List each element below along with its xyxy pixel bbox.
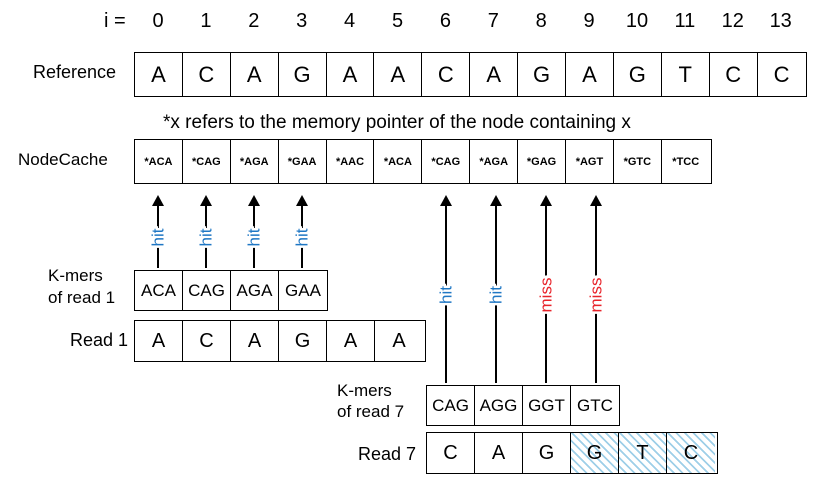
index-number: 11 [674,10,696,32]
kmers1-label-line2: of read 1 [48,288,116,307]
nodecache-entry: *AGA [231,140,279,183]
nodecache-entry: *TCC [672,155,700,168]
nodecache-entry: *GAG [518,140,567,183]
lookup-result-label: hit [197,228,216,246]
nodecache-entry: *GAA [279,140,327,183]
read-base: C [427,433,475,473]
read-base: G [571,433,619,473]
read-base: C [183,321,231,361]
reference-base: T [662,53,710,96]
read-base: A [475,433,523,473]
arrow-head-icon [440,195,452,206]
index-number: 6 [439,10,451,32]
lookup-result-label: hit [245,228,264,246]
nodecache-entry: *GTC [614,140,662,183]
read-base: A [327,321,375,361]
lookup-result-label: hit [293,228,312,246]
arrow-head-icon [296,195,308,206]
reference-base: C [422,53,471,96]
kmer-cell: CAG [183,271,231,310]
reference-base: A [135,53,183,96]
kmer-cell: ACA [135,271,183,310]
index-number: 9 [583,10,595,32]
reference-base: G [279,53,327,96]
reference-base: C [183,53,231,96]
nodecache-entry: *ACA [374,140,423,183]
read-base: C [667,433,715,473]
kmers7-label-line1: K-mers [337,381,392,400]
reference-base: A [470,53,519,96]
pointer-note: *x refers to the memory pointer of the n… [163,112,631,133]
arrow-head-icon [200,195,212,206]
reference-base: A [231,53,279,96]
read-base: G [523,433,571,473]
nodecache-entry: *ACA [135,140,183,183]
read-base: A [392,329,406,352]
read1-label: Read 1 [70,330,129,350]
nodecache-entry: *CAG [183,140,231,183]
index-number: 0 [152,10,164,32]
kmer-cell: CAG [427,386,475,425]
index-number: 10 [625,10,649,32]
kmer-cell: AGG [475,386,523,425]
arrow-head-icon [248,195,260,206]
lookup-result-label: hit [149,228,168,246]
reference-base: G [518,53,567,96]
lookup-result-label: hit [437,286,456,304]
index-number: 8 [535,10,547,32]
index-number: 2 [248,10,260,32]
read-base: A [231,321,279,361]
index-number: 5 [391,10,404,32]
reference-label: Reference [33,62,117,82]
index-number: 3 [296,10,308,32]
reference-base: C [773,61,790,87]
read-base: G [279,321,327,361]
kmer-cell: GAA [285,280,321,300]
read-base: T [619,433,667,473]
lookup-result-label: miss [587,278,606,313]
index-number: 7 [487,10,499,32]
kmer-cell: GGT [523,386,571,425]
nodecache-entry: *AAC [327,140,375,183]
kmers7-label-line2: of read 7 [337,402,405,421]
reference-base: A [327,53,375,96]
reference-base: A [566,53,614,96]
index-number: 13 [769,10,792,32]
kmers1-label-line1: K-mers [48,266,103,285]
reference-base: G [614,53,662,96]
index-label: i = [104,10,126,32]
read7-label: Read 7 [358,444,417,464]
index-number: 4 [344,10,356,32]
nodecache-entry: *AGA [470,140,519,183]
lookup-result-label: hit [487,286,506,304]
reference-base: C [710,53,758,96]
lookup-result-label: miss [537,278,556,313]
nodecache-entry: *AGT [566,140,614,183]
nodecache-entry: *CAG [422,140,471,183]
arrow-head-icon [540,195,552,206]
nodecache-row: *ACA*CAG*AGA*GAA*AAC*ACA*CAG*AGA*GAG*AGT… [134,139,712,184]
read-base: A [135,321,183,361]
kmer-cell: AGA [231,271,279,310]
arrow-head-icon [590,195,602,206]
kmer-cell: GTC [577,395,613,415]
reference-base: A [374,53,423,96]
arrow-head-icon [152,195,164,206]
index-number: 12 [721,10,744,32]
arrow-head-icon [490,195,502,206]
index-number: 1 [200,10,212,32]
nodecache-label: NodeCache [18,150,108,169]
